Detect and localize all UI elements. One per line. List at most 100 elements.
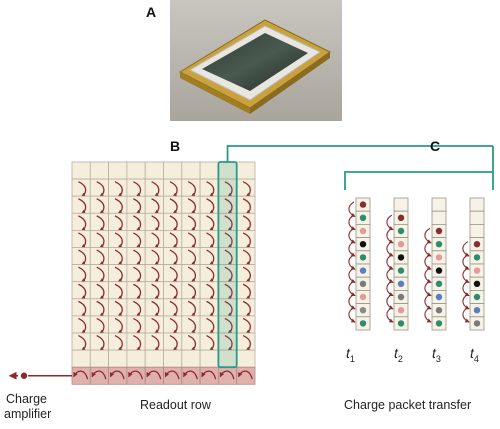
readout-shift-arrow [73,370,89,380]
charge-packet [435,267,443,274]
charge-packet [397,293,405,301]
pixel-cell [144,315,164,334]
pixel-cell [89,195,110,214]
pixel-cell [89,349,110,368]
pixel-cell [181,349,201,368]
pixel-grid [71,161,256,368]
pixel-cell [144,178,164,197]
pixel-cell [181,161,201,180]
packet-shift-arrow [386,227,394,244]
charge-packet [359,307,367,314]
pixel-cell [163,247,183,266]
pixel-cell [144,195,164,214]
pixel-cell [163,332,183,351]
pixel-cell [236,298,256,317]
bracket-top [226,145,493,162]
panel-label-c: C [430,138,441,154]
charge-amplifier-label-1: Charge [6,392,47,406]
pixel-cell [71,315,91,334]
pixel-cell [108,161,128,180]
column-cell [469,197,485,212]
pixel-cell [89,264,110,283]
charge-column [348,197,371,331]
charge-packet [435,280,443,287]
pixel-cell [236,161,256,180]
packet-shift-arrow [424,227,432,244]
time-label-4: t4 [470,345,479,364]
pixel-cell [236,264,256,283]
packet-shift-arrow [424,307,432,323]
packet-shift-arrow [348,307,356,323]
readout-shift-arrow [146,370,162,380]
pixel-cell [163,315,183,334]
pixel-cell [181,247,201,266]
pixel-cell [89,178,110,197]
pixel-cell [163,195,183,214]
pixel-cell [71,298,91,317]
pixel-cell [71,195,91,214]
pixel-cell [71,349,91,368]
column-cell [431,210,447,225]
charge-packet [435,293,443,301]
pixel-cell [89,212,110,231]
charge-packet [435,254,443,261]
charge-column [424,197,447,331]
pixel-cell [236,247,256,266]
pixel-cell [199,178,219,197]
pixel-cell [71,281,91,300]
pixel-cell [71,247,91,266]
pixel-cell [199,281,219,300]
pixel-cell [89,161,110,180]
pixel-cell [144,281,164,300]
readout-shift-arrow [164,370,180,380]
packet-shift-arrow [348,201,356,217]
pixel-cell [71,264,91,283]
readout-shift-arrow [91,370,107,380]
column-cell [469,223,485,238]
readout-shift-arrow [219,370,235,380]
charge-packet [359,227,367,235]
pixel-cell [163,349,183,368]
charge-packet [435,320,443,327]
packet-shift-arrow [424,241,432,257]
pixel-cell [108,264,128,283]
bracket-connector [226,145,494,190]
pixel-cell [236,178,256,197]
charge-packet [473,267,481,274]
charge-packet [435,227,443,235]
column-highlight [217,161,238,369]
pixel-cell [144,349,164,368]
charge-column [462,197,485,331]
pixel-cell [144,298,164,317]
charge-amplifier-label-2: amplifier [4,407,52,421]
readout-shift-arrow [183,370,198,380]
pixel-cell [71,229,91,248]
pixel-cell [199,247,219,266]
charge-packet-columns [348,197,485,331]
charge-packet [359,267,367,274]
pixel-cell [236,195,256,214]
pixel-cell [236,281,256,300]
pixel-cell [108,178,128,197]
charge-packet [435,307,443,314]
pixel-cell [144,161,164,180]
charge-amplifier [8,371,72,380]
pixel-cell [236,315,256,334]
charge-packet [435,241,443,248]
pixel-cell [199,349,219,368]
pixel-cell [144,247,164,266]
readout-shift-arrow [128,370,144,380]
packet-shift-arrow [348,254,356,270]
packet-shift-arrow [386,214,394,231]
packet-shift-arrow [424,293,432,310]
pixel-cell [181,178,201,197]
pixel-cell [89,281,110,300]
charge-packet [397,214,405,221]
pixel-cell [236,349,256,368]
pixel-cell [108,349,128,368]
pixel-cell [144,332,164,351]
pixel-cell [144,229,164,248]
charge-packet [397,320,405,327]
pixel-cell [126,178,146,197]
